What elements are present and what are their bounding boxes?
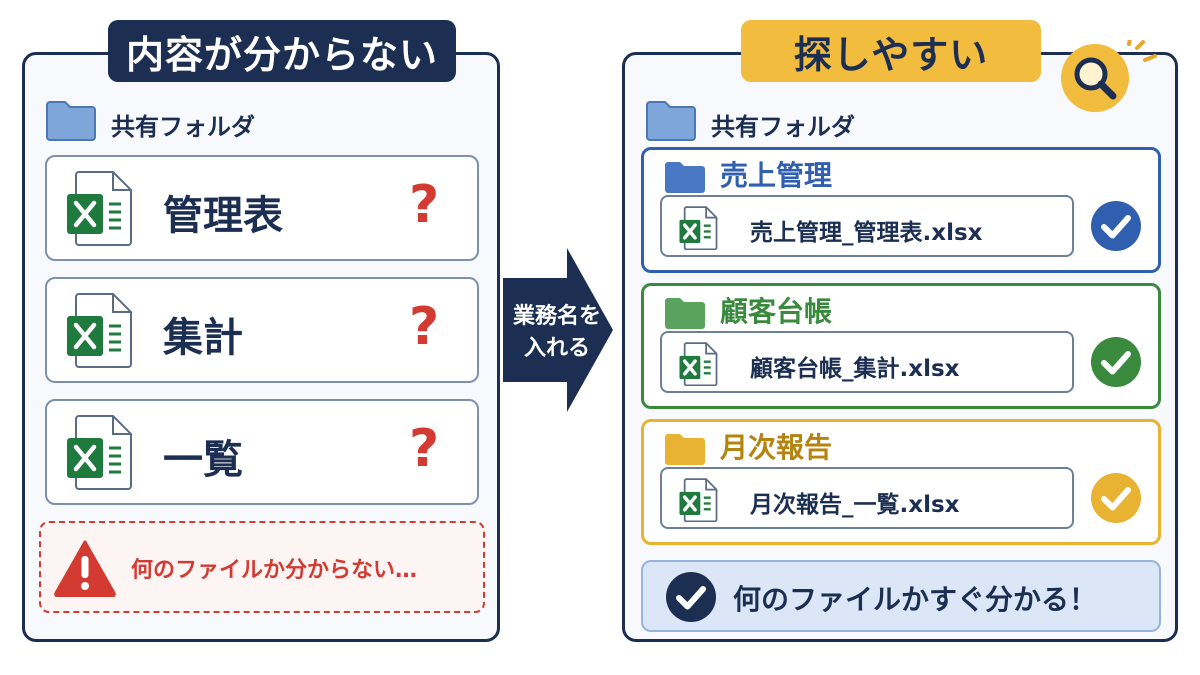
shared-folder-label: 共有フォルダ: [711, 113, 855, 141]
warning-box: 何のファイルか分からない…: [39, 521, 485, 613]
question-mark-icon: ?: [409, 419, 440, 479]
file-row[interactable]: 顧客台帳_集計.xlsx: [660, 331, 1074, 393]
file-name: 月次報告_一覧.xlsx: [750, 492, 960, 518]
check-icon: [666, 572, 716, 622]
question-mark-icon: ?: [409, 297, 440, 357]
file-name: 一覧: [163, 437, 243, 483]
excel-icon: [679, 478, 718, 522]
left-panel: 共有フォルダ 管理表 ? 集計 ?: [22, 52, 500, 642]
file-card-ichiran[interactable]: 一覧 ?: [45, 399, 479, 505]
check-icon: [1091, 201, 1141, 251]
file-row[interactable]: 月次報告_一覧.xlsx: [660, 467, 1074, 529]
warning-text: 何のファイルか分からない…: [131, 558, 418, 583]
folder-icon: [665, 162, 705, 193]
excel-icon: [67, 171, 132, 246]
success-box: 何のファイルかすぐ分かる！: [641, 560, 1161, 632]
category-sales[interactable]: 売上管理 売上管理_管理表.xlsx: [641, 147, 1161, 273]
check-icon: [1091, 337, 1141, 387]
question-mark-icon: ?: [409, 175, 440, 235]
check-icon: [1091, 473, 1141, 523]
shared-folder-label: 共有フォルダ: [111, 113, 255, 141]
category-name: 売上管理: [720, 159, 833, 192]
file-name: 集計: [163, 315, 243, 361]
folder-icon: [46, 101, 96, 141]
left-title: 内容が分からない: [108, 20, 456, 82]
excel-icon: [67, 415, 132, 490]
category-name: 月次報告: [720, 431, 833, 464]
success-text: 何のファイルかすぐ分かる！: [733, 583, 1098, 616]
arrow-label: 業務名を 入れる: [505, 301, 609, 365]
magnifier-icon: [1061, 40, 1157, 112]
file-name: 売上管理_管理表.xlsx: [750, 220, 983, 246]
arrow-label-line2: 入れる: [523, 336, 590, 361]
file-name: 顧客台帳_集計.xlsx: [750, 356, 960, 382]
arrow-right-icon: [503, 248, 613, 412]
warning-icon: [54, 540, 116, 597]
file-card-kanrihyo[interactable]: 管理表 ?: [45, 155, 479, 261]
right-title: 探しやすい: [741, 20, 1041, 82]
arrow-label-line1: 業務名を: [512, 304, 601, 329]
excel-icon: [679, 342, 718, 386]
right-panel: 共有フォルダ 売上管理 売上管理_管理表.xlsx: [622, 52, 1178, 642]
excel-icon: [679, 206, 718, 250]
file-row[interactable]: 売上管理_管理表.xlsx: [660, 195, 1074, 257]
folder-icon: [665, 434, 705, 465]
category-name: 顧客台帳: [720, 295, 833, 328]
folder-icon: [665, 298, 705, 329]
excel-icon: [67, 293, 132, 368]
category-customer[interactable]: 顧客台帳 顧客台帳_集計.xlsx: [641, 283, 1161, 409]
category-monthly-report[interactable]: 月次報告 月次報告_一覧.xlsx: [641, 419, 1161, 545]
file-card-shukei[interactable]: 集計 ?: [45, 277, 479, 383]
file-name: 管理表: [163, 193, 283, 239]
folder-icon: [646, 101, 696, 141]
